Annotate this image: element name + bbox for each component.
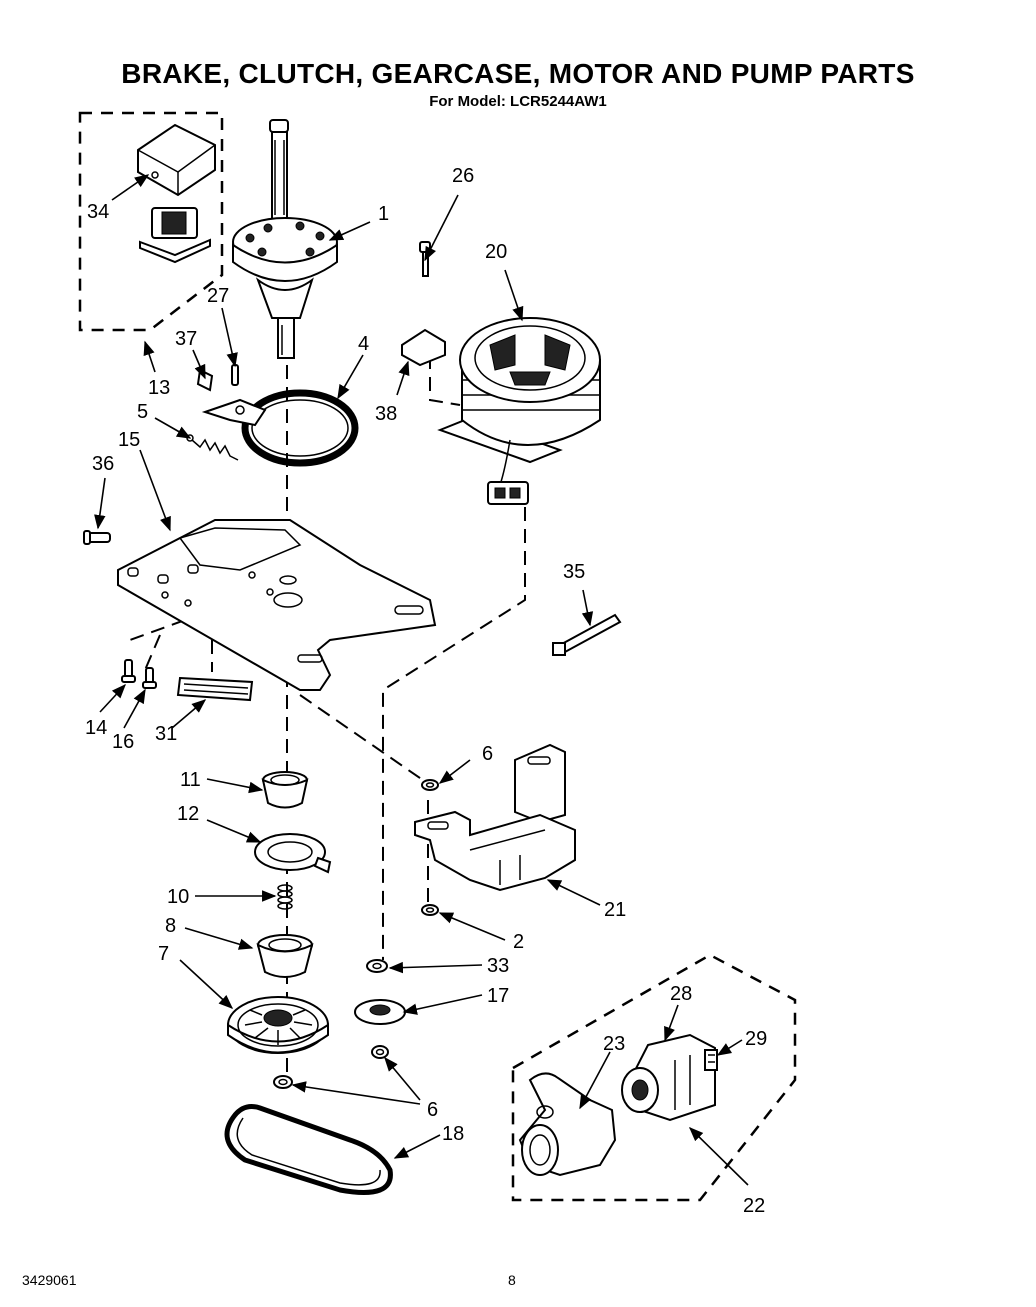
- group-box-22: [511, 953, 797, 1202]
- callout-29: 29: [745, 1028, 767, 1050]
- page-number: 8: [508, 1272, 516, 1288]
- spring-part-5: [186, 434, 239, 461]
- page-title: BRAKE, CLUTCH, GEARCASE, MOTOR AND PUMP …: [121, 58, 915, 89]
- pad-part-31: [176, 676, 254, 702]
- callout-34: 34: [87, 201, 109, 223]
- screw-part-36: [83, 530, 111, 545]
- callout-23: 23: [603, 1033, 625, 1055]
- callout-17: 17: [487, 985, 509, 1007]
- bearing-part-11: [261, 771, 309, 809]
- nut-part-6-lower-left: [273, 1075, 293, 1089]
- callout-22: 22: [743, 1195, 765, 1217]
- pulley-part-7: [227, 996, 329, 1054]
- callout-12: 12: [177, 803, 199, 825]
- model-subtitle: For Model: LCR5244AW1: [429, 93, 607, 110]
- callout-21: 21: [604, 899, 626, 921]
- callout-28: 28: [670, 983, 692, 1005]
- callout-20: 20: [485, 241, 507, 263]
- pump-motor-part-28: [621, 1033, 716, 1122]
- callout-11: 11: [180, 769, 201, 791]
- callout-2: 2: [513, 931, 524, 953]
- cable-tie-part-35: [552, 613, 622, 656]
- callout-26: 26: [452, 165, 474, 187]
- callout-1: 1: [378, 203, 389, 225]
- callout-5: 5: [137, 401, 148, 423]
- ring-part-12: [254, 833, 332, 874]
- callout-18: 18: [442, 1123, 464, 1145]
- callout-37: 37: [175, 328, 197, 350]
- callout-33: 33: [487, 955, 509, 977]
- pin-part-27: [231, 364, 239, 386]
- callout-14: 14: [85, 717, 107, 739]
- clip-part-37: [196, 368, 214, 392]
- nut-part-2: [421, 904, 439, 916]
- relay-bracket-part-34: [137, 123, 216, 264]
- callout-4: 4: [358, 333, 369, 355]
- washer-part-33: [366, 959, 388, 973]
- leader-lines: [94, 174, 749, 1186]
- hub-part-8: [256, 934, 314, 978]
- belt-part-18: [224, 1104, 393, 1195]
- callout-6-upper: 6: [482, 743, 493, 765]
- motor-mount-part-21: [414, 743, 576, 892]
- brake-band-part-4: [201, 389, 359, 467]
- pump-housing-part-23: [518, 1072, 617, 1177]
- callout-16: 16: [112, 731, 134, 753]
- spring-part-10: [277, 884, 293, 910]
- callout-13: 13: [148, 377, 170, 399]
- callout-7: 7: [158, 943, 169, 965]
- callout-36: 36: [92, 453, 114, 475]
- callout-6-lower: 6: [427, 1099, 438, 1121]
- callout-31: 31: [155, 723, 177, 745]
- motor-part-20: [437, 317, 601, 505]
- terminal-part-29: [704, 1049, 718, 1071]
- bracket-part-38: [401, 328, 446, 367]
- screw-part-16: [142, 667, 157, 689]
- callout-8: 8: [165, 915, 176, 937]
- base-plate-part-15: [117, 519, 437, 691]
- nut-part-6-upper: [421, 779, 439, 791]
- callout-35: 35: [563, 561, 585, 583]
- nut-part-6-lower-right: [371, 1045, 389, 1059]
- screw-part-14: [121, 659, 136, 683]
- callout-labels: 34 1 26 20 27 37 4 13 38 5 15 36 35 14 1…: [85, 165, 767, 1217]
- pulley-part-17: [354, 999, 406, 1025]
- gearcase-part-1: [232, 119, 338, 359]
- callout-27: 27: [207, 285, 229, 307]
- assembly-lines: [129, 355, 526, 1075]
- document-number: 3429061: [22, 1272, 77, 1288]
- callout-15: 15: [118, 429, 140, 451]
- callout-10: 10: [167, 886, 189, 908]
- callout-38: 38: [375, 403, 397, 425]
